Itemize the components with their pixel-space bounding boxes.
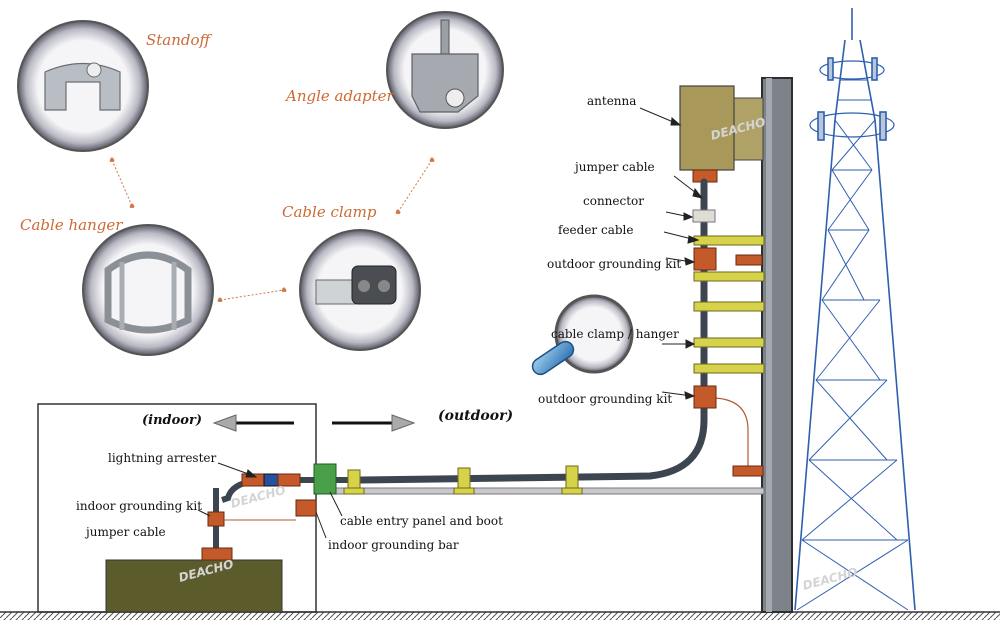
- lattice-tower: [794, 8, 916, 611]
- magnifier-icon: [531, 294, 634, 376]
- cable-clamp-hanger-label: cable clamp / hanger: [551, 327, 679, 341]
- jumper-cable-top-label: jumper cable: [575, 160, 655, 174]
- cable-hanger-lens: [82, 224, 214, 356]
- ground: [0, 611, 1000, 620]
- horizontal-clamps: [343, 465, 583, 495]
- antenna: [679, 85, 764, 183]
- indoor-label: (indoor): [142, 413, 202, 428]
- outdoor-grounding-kit-top-label: outdoor grounding kit: [547, 257, 682, 271]
- outdoor-arrow: [332, 414, 416, 432]
- lightning-arrester-label: lightning arrester: [108, 451, 217, 465]
- indoor-grounding-bar-label: indoor grounding bar: [328, 538, 459, 552]
- equipment-cabinet: [105, 547, 283, 613]
- watermark-marks: DEACHO DEACHO DEACHO DEACHO: [177, 115, 859, 593]
- cable-entry-panel-label: cable entry panel and boot: [340, 514, 503, 528]
- tower-pole: [761, 77, 793, 613]
- indoor-grounding-kit-label: indoor grounding kit: [76, 499, 203, 513]
- angle-adapter-lens: [386, 11, 504, 129]
- jumper-cable-bottom-label: jumper cable: [86, 525, 166, 539]
- outdoor-grounding-kit-bottom-label: outdoor grounding kit: [538, 392, 673, 406]
- cable-clamp-label: Cable clamp: [282, 203, 377, 221]
- standoff-label: Standoff: [146, 31, 211, 49]
- indoor-grounding-kit: [207, 511, 225, 527]
- accessory-links: [109, 157, 435, 303]
- cable-hanger-label: Cable hanger: [20, 216, 123, 234]
- outdoor-label: (outdoor): [438, 408, 514, 424]
- indoor-grounding-bar: [295, 499, 317, 517]
- antenna-label: antenna: [587, 94, 637, 108]
- connector-label: connector: [583, 194, 645, 208]
- feeder-cable: [356, 178, 708, 484]
- leader-lines: [197, 107, 704, 539]
- indoor-arrow: [212, 414, 294, 432]
- grounding-strap: [714, 397, 749, 470]
- standoff-lens: [17, 20, 149, 152]
- connector: [692, 209, 716, 223]
- outdoor-grounding-kits: [693, 247, 763, 409]
- cable-clamp-lens: [299, 229, 421, 351]
- cable-entry-panel: [313, 463, 337, 495]
- feeder-cable-label: feeder cable: [558, 223, 634, 237]
- angle-adapter-label: Angle adapter: [286, 87, 394, 105]
